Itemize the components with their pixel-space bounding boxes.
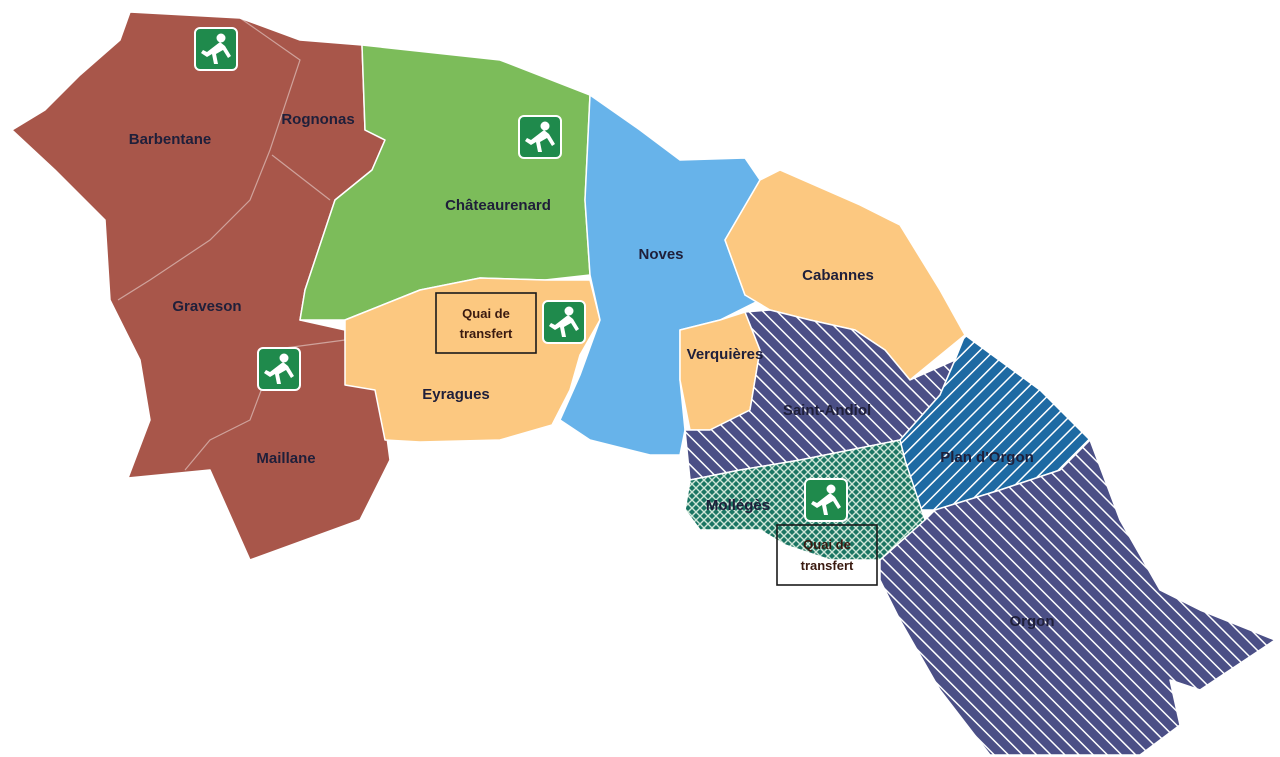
waste-facility-icon [518, 115, 562, 159]
label-barbentane: Barbentane [129, 131, 212, 148]
label-eyragues: Eyragues [422, 386, 490, 403]
quai-box-molleges [776, 524, 878, 586]
label-graveson: Graveson [172, 298, 241, 315]
quai-label-line2-eyragues: transfert [460, 326, 513, 341]
label-molleges: Mollégès [706, 497, 770, 514]
label-orgon: Orgon [1010, 613, 1055, 630]
waste-facility-icon [257, 347, 301, 391]
border-barbentane-rognonas [117, 17, 301, 301]
border-rognonas [271, 154, 331, 201]
quai-label-line2-molleges: transfert [801, 558, 854, 573]
label-chateaurenard: Châteaurenard [445, 197, 551, 214]
quai-label-line1-molleges: Quai de [803, 537, 851, 552]
label-plan-dorgon: Plan d'Orgon [940, 449, 1034, 466]
quai-box-eyragues [435, 292, 537, 354]
waste-facility-icon [542, 300, 586, 344]
label-cabannes: Cabannes [802, 267, 874, 284]
border-maillane [184, 379, 266, 471]
waste-facility-icon [804, 478, 848, 522]
label-noves: Noves [638, 246, 683, 263]
label-rognonas: Rognonas [281, 111, 354, 128]
label-maillane: Maillane [256, 450, 315, 467]
label-verquieres: Verquières [687, 346, 764, 363]
label-saint-andiol: Saint-Andiol [783, 402, 871, 419]
waste-facility-icon [194, 27, 238, 71]
quai-label-line1-eyragues: Quai de [462, 306, 510, 321]
commune-orgon-area [879, 439, 1276, 756]
